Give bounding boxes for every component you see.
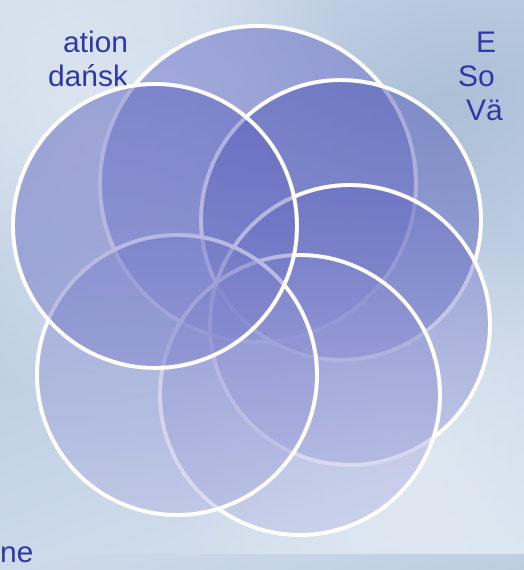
- top-left-label-line1: ation: [62, 26, 128, 59]
- top-right-label-line2: So: [458, 60, 495, 93]
- top-right-label-line1: E: [476, 26, 497, 59]
- circle-left: [11, 82, 299, 370]
- top-left-label-line2: dańsk: [47, 60, 128, 93]
- top-right-label-line3: Vä: [466, 94, 503, 127]
- top-right-label: E So Vä: [458, 26, 524, 128]
- top-left-label: ation dańsk: [0, 26, 128, 94]
- overlapping-circles-diagram: [11, 24, 492, 537]
